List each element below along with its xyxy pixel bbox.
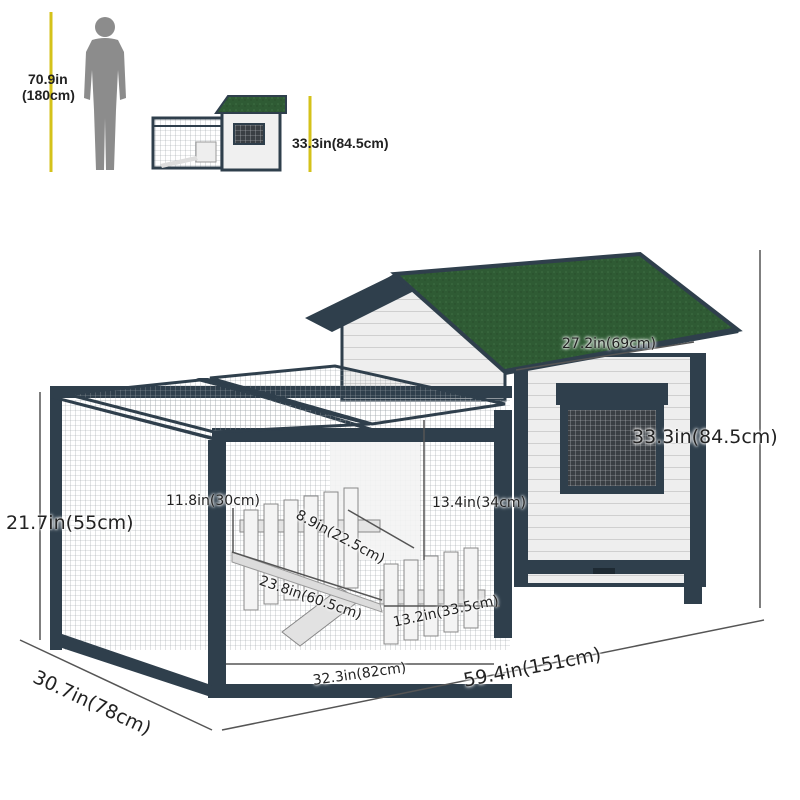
depth-line bbox=[19, 639, 213, 731]
house-leg bbox=[684, 570, 702, 604]
run-height-label: 21.7in(55cm) bbox=[6, 512, 134, 534]
fence-lower bbox=[379, 547, 486, 645]
tray-handle bbox=[593, 568, 615, 574]
overall-height-label: 33.3in(84.5cm) bbox=[632, 426, 778, 448]
hutch-main bbox=[50, 251, 743, 698]
run-lid-right bbox=[209, 364, 506, 426]
ramp-width-line bbox=[347, 509, 415, 549]
fence-upper bbox=[239, 487, 381, 611]
dimension-lines bbox=[19, 250, 765, 731]
house-width-line bbox=[515, 341, 695, 371]
house-width-label: 27.2in(69cm) bbox=[562, 336, 657, 352]
length-line bbox=[221, 619, 765, 731]
house-post-left bbox=[516, 355, 528, 585]
hutch-thumbnail bbox=[151, 95, 287, 172]
door-height-label: 13.4in(34cm) bbox=[432, 495, 527, 511]
house-post-right bbox=[690, 355, 704, 585]
ramp-board bbox=[231, 551, 383, 613]
house-base bbox=[516, 560, 704, 574]
person-height-imperial: 70.9in bbox=[28, 71, 68, 87]
window-awning bbox=[556, 383, 668, 405]
roof-left-edge bbox=[305, 274, 420, 332]
window-mesh bbox=[568, 410, 656, 486]
person-height-metric: (180cm) bbox=[22, 87, 75, 103]
thumbnail-height-label: 33.3in(84.5cm) bbox=[292, 135, 389, 151]
scale-comparison bbox=[49, 12, 312, 172]
deck-height-label: 11.8in(30cm) bbox=[166, 493, 261, 509]
person-silhouette bbox=[84, 17, 126, 170]
ramp-length-line bbox=[231, 551, 383, 601]
